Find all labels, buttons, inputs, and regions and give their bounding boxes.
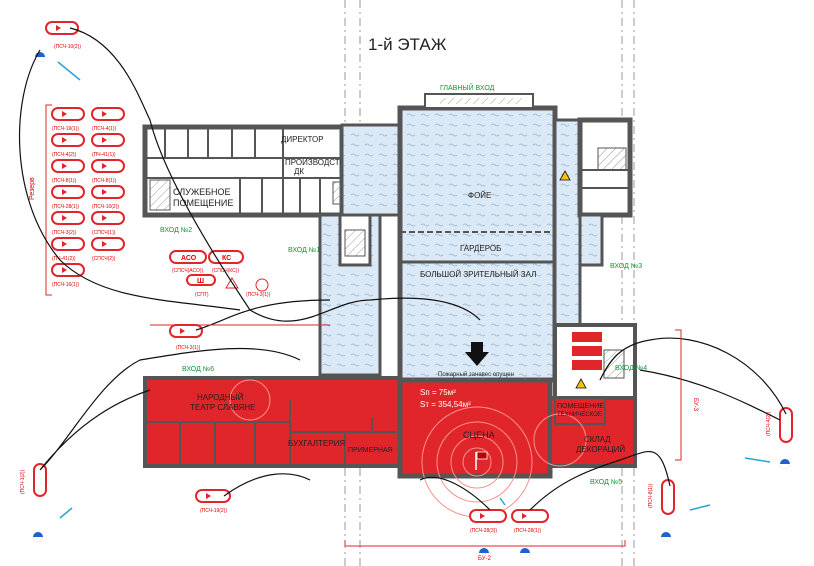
room-accounting: БУХГАЛТЕРИЯ [288,439,345,448]
room-production-2: ДК [294,167,304,176]
room-warehouse-1: СКЛАД [584,435,611,444]
room-theater-2: ТЕАТР СЛАВЯНЕ [190,403,255,412]
floor-title: 1-й ЭТАЖ [368,35,447,54]
special-units: АСО (СПСЧ(АСО)) КС (СПСЧ(КС)) Ш (СПТ) (П… [169,250,271,298]
legend-unit-label: (ПСЧ-28(1)) [52,204,79,210]
legend-unit: (ПСЧ-28(1)) [51,185,85,210]
legend-unit-label: (ПСЧ-4(2)) [52,152,77,158]
truck-t8-label: (ПСЧ-4(2)) [766,411,772,436]
room-hall: БОЛЬШОЙ ЗРИТЕЛЬНЫЙ ЗАЛ [420,270,536,279]
room-utility-1: ПОМЕЩЕНИЕ [557,403,604,410]
hose-lines [18,27,787,511]
corridor [318,123,402,377]
main-entrance-label: ГЛАВНЫЙ ВХОД [440,83,495,92]
sector-bracket-3 [675,329,682,461]
sh-sub: (СПТ) [195,292,209,298]
legend-units: (ПСЧ-19(1)) (ПСЧ-4(1)) (ПСЧ-4(2)) (ПЧ-41(1)… [51,107,125,288]
legend-unit-label: (ПСЧ-4(1)) [92,126,117,132]
room-production: ПРОИЗВОДСТВО [285,158,351,167]
legend-unit-label: (ПСЧ-10(2)) [92,204,119,210]
entrance-1: ВХОД №1 [288,247,320,254]
truck-t8: (ПСЧ-4(2)) [766,407,793,443]
entrance-4: ВХОД №4 [615,365,647,372]
truck-t2-label: (ПСЧ-3(1)) [176,345,201,351]
legend-bracket [45,104,52,296]
legend-title: Резерв [29,177,36,200]
room-foyer: ФОЙЕ [468,191,491,200]
truck-t1: (ПСЧ-10(2)) [45,21,81,50]
truck-t4-label: (ПСЧ-19(2)) [200,508,227,514]
sh-label: Ш [197,278,204,285]
legend-unit-label: (ПСЧ-19(1)) [52,126,79,132]
warning-icon [575,378,587,389]
fire-curtain-note: Пожарный занавес опущен [438,371,514,378]
legend-unit: (ПЧ-41(1)) [91,133,125,158]
ks-label: КС [222,255,231,262]
legend-unit: (ПСЧ-10(2)) [91,185,125,210]
legend-unit-label: (ПЧ-41(2)) [52,256,76,262]
entrance-3: ВХОД №3 [610,263,642,270]
truck-t7: (ПСЧ-8(1)) [648,479,675,515]
left-wing [142,124,345,218]
room-director: ДИРЕКТОР [281,135,324,144]
aso-label: АСО [181,255,197,262]
room-service-2: ПОМЕЩЕНИЕ [173,198,233,208]
room-service-1: СЛУЖЕБНОЕ [173,187,231,197]
legend-unit: (ПСЧ-8(1)) [91,159,125,184]
down-arrow-icon [465,342,489,366]
room-utility-2: ТЕХНИЧЕСКОЕ [557,412,602,418]
legend-unit-label: (ПЧ-41(1)) [92,152,116,158]
spt-sub: (ПСЧ-3(1)) [246,292,271,298]
entrance-6: ВХОД №6 [182,366,214,373]
sh-unit: Ш (СПТ) [186,274,216,298]
fire-zone [143,376,637,518]
aso-unit: АСО (СПСЧ(АСО)) [169,250,207,274]
room-stage: СЦЕНА [463,430,495,440]
room-theater-1: НАРОДНЫЙ [197,393,244,402]
truck-t5-label: (ПСЧ-28(3)) [470,528,497,534]
legend-unit-label: (ПСЧ-3(2)) [52,230,77,236]
entrance-5: ВХОД №5 [590,479,622,486]
legend-unit: (ПСЧ-8(1)) [51,159,85,184]
fire-area-1: Sп = 75м² [420,388,456,397]
fire-area-2: Sт = 354,54м² [420,400,471,409]
sector-bracket-2 [344,540,626,547]
sector-3-label: БУ-3 [692,398,698,412]
truck-t6: (ПСЧ-28(1)) [511,509,549,534]
room-wardrobe: ГАРДЕРОБ [460,244,501,253]
room-warehouse-2: ДЕКОРАЦИЙ [576,445,625,454]
legend-unit-label: (СПСЧ(1)) [92,230,116,236]
room-fitting: ПРИМЕРНАЯ [348,447,393,454]
right-block [553,323,637,402]
circle-unit-icon [255,278,269,292]
legend-unit: (ПЧ-41(2)) [51,237,85,262]
legend-unit: (ПСЧ-3(2)) [51,211,85,236]
sector-2-label: БУ-2 [478,556,492,562]
truck-t2: (ПСЧ-3(1)) [169,324,203,351]
aso-sub: (СПСЧ(АСО)) [172,268,204,274]
truck-t4: (ПСЧ-19(2)) [195,489,231,514]
legend-unit-label: (ПСЧ-8(1)) [92,178,117,184]
truck-t7-label: (ПСЧ-8(1)) [648,483,654,508]
legend-unit-label: (ПСЧ-8(1)) [52,178,77,184]
truck-t3: (ПСЧ-1(2)) [20,463,47,497]
truck-t5: (ПСЧ-28(3)) [469,509,507,534]
legend-unit-label: (ПСЧ-16(1)) [52,282,79,288]
legend-unit: (ПСЧ-4(2)) [51,133,85,158]
legend-unit: (ПСЧ-4(1)) [91,107,125,132]
entrance-2: ВХОД №2 [160,227,192,234]
truck-t6-label: (ПСЧ-28(1)) [514,528,541,534]
ks-sub: (СПСЧ(КС)) [212,268,239,274]
legend-unit-label: (СПСЧ(2)) [92,256,116,262]
legend-unit: (СПСЧ(2)) [91,237,125,262]
water-jet-marks [57,61,771,519]
legend-unit: (СПСЧ(1)) [91,211,125,236]
truck-t1-label: (ПСЧ-10(2)) [54,44,81,50]
warning-icon [559,170,571,181]
truck-t3-label: (ПСЧ-1(2)) [20,469,26,494]
legend-unit: (ПСЧ-19(1)) [51,107,85,132]
